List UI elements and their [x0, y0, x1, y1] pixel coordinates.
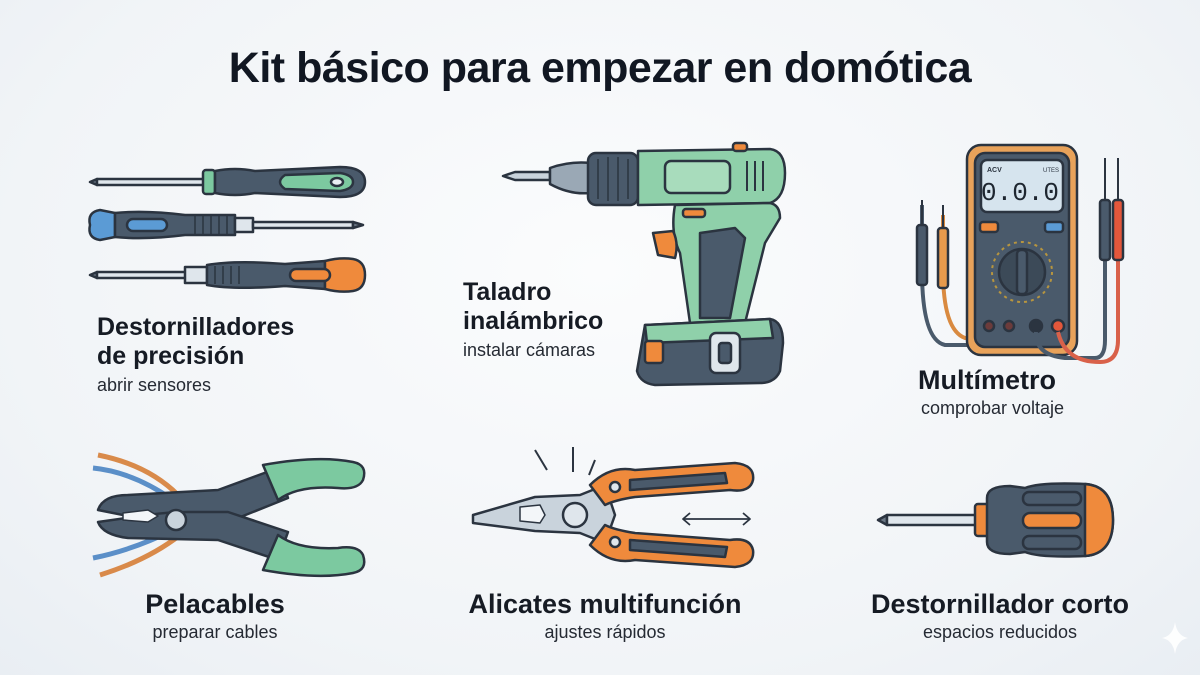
- tool-description: espacios reducidos: [922, 622, 1078, 642]
- sparkle-watermark-icon: [1162, 622, 1188, 654]
- tool-description: ajustes rápidos: [544, 622, 666, 642]
- precision-screwdrivers-icon: [88, 165, 367, 293]
- tool-description: instalar cámaras: [463, 340, 596, 360]
- tool-name: Destornilladores de precisión: [97, 313, 295, 370]
- pliers-icon: [471, 447, 755, 569]
- display-readout: 0.0.0: [981, 178, 1059, 208]
- display-unit-label: UTES: [1043, 168, 1059, 174]
- tool-description: comprobar voltaje: [921, 398, 1065, 418]
- stubby-screwdriver-icon: [876, 482, 1115, 558]
- tool-name: Pelacables: [145, 589, 285, 619]
- page-title: Kit básico para empezar en domótica: [228, 44, 972, 92]
- cordless-drill-icon: [501, 141, 787, 387]
- multimeter-icon: ACV UTES 0.0.0: [915, 143, 1125, 364]
- display-mode-label: ACV: [987, 167, 1002, 174]
- tool-name: Alicates multifunción: [468, 589, 742, 619]
- tool-name: Destornillador corto: [870, 589, 1130, 619]
- wire-stripper-icon: [92, 452, 366, 578]
- tool-name: Multímetro: [918, 365, 1056, 395]
- tool-name: Taladro inalámbrico: [463, 278, 604, 335]
- tool-description: preparar cables: [152, 622, 278, 642]
- tool-description: abrir sensores: [97, 375, 212, 395]
